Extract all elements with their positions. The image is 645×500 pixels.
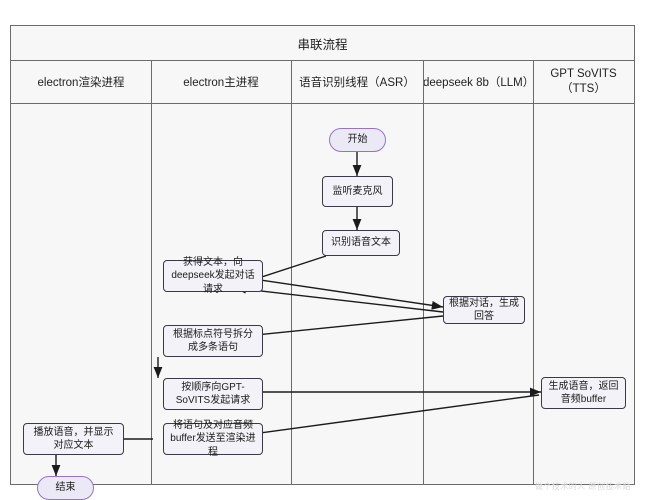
node-split-by-punctuation[interactable]: 根据标点符号拆分成多条语句 (163, 325, 263, 357)
node-get-text-request-deepseek[interactable]: 获得文本，向deepseek发起对话请求 (163, 257, 263, 295)
lane-divider-4 (533, 61, 534, 484)
edge-getext-llmgen (232, 275, 444, 310)
node-tts-generate-audio-buffer[interactable]: 生成语音，返回音频buffer (541, 377, 626, 409)
lane-header-asr: 语音识别线程（ASR） (299, 77, 415, 89)
lane-header-llm: deepseek 8b（LLM） (423, 77, 535, 89)
lane-body: 开始 监听麦克风 识别语音文本 获得文本，向deepseek发起对话请求 根据对… (11, 104, 634, 500)
swimlane-diagram: 串联流程 electron渲染进程 electron主进程 语音识别线程（ASR… (10, 25, 635, 500)
diagram-title: 串联流程 (11, 26, 634, 61)
lane-divider-1 (151, 61, 152, 484)
edge-llmgen-split (235, 315, 444, 341)
lane-header-electron-main: electron主进程 (183, 77, 259, 89)
node-send-to-renderer[interactable]: 将语句及对应音频buffer发送至渲染进程 (163, 420, 263, 458)
node-listen-microphone[interactable]: 监听麦克风 (322, 176, 393, 207)
node-play-and-display-text[interactable]: 播放语音，并显示对应文本 (23, 423, 124, 455)
edge-ttsgen-sendrend (222, 394, 540, 441)
node-llm-generate-answer[interactable]: 根据对话，生成回答 (443, 296, 525, 324)
node-end[interactable]: 结束 (37, 476, 94, 500)
edge-llmgen-getext (234, 284, 444, 313)
lane-header-electron-renderer: electron渲染进程 (37, 77, 125, 89)
watermark: 做个技术的人 原创技术贴 (535, 481, 631, 492)
node-recognize-speech-text[interactable]: 识别语音文本 (322, 230, 400, 256)
lane-divider-3 (423, 61, 424, 484)
node-start[interactable]: 开始 (329, 128, 386, 152)
watermark-text: 做个技术的人 原创技术贴 (534, 482, 631, 491)
lane-header-tts: GPT SoVITS（TTS） (550, 68, 617, 95)
lane-header-row: electron渲染进程 electron主进程 语音识别线程（ASR） dee… (11, 61, 634, 104)
node-request-gpt-sovits[interactable]: 按顺序向GPT-SoVITS发起请求 (163, 378, 263, 410)
